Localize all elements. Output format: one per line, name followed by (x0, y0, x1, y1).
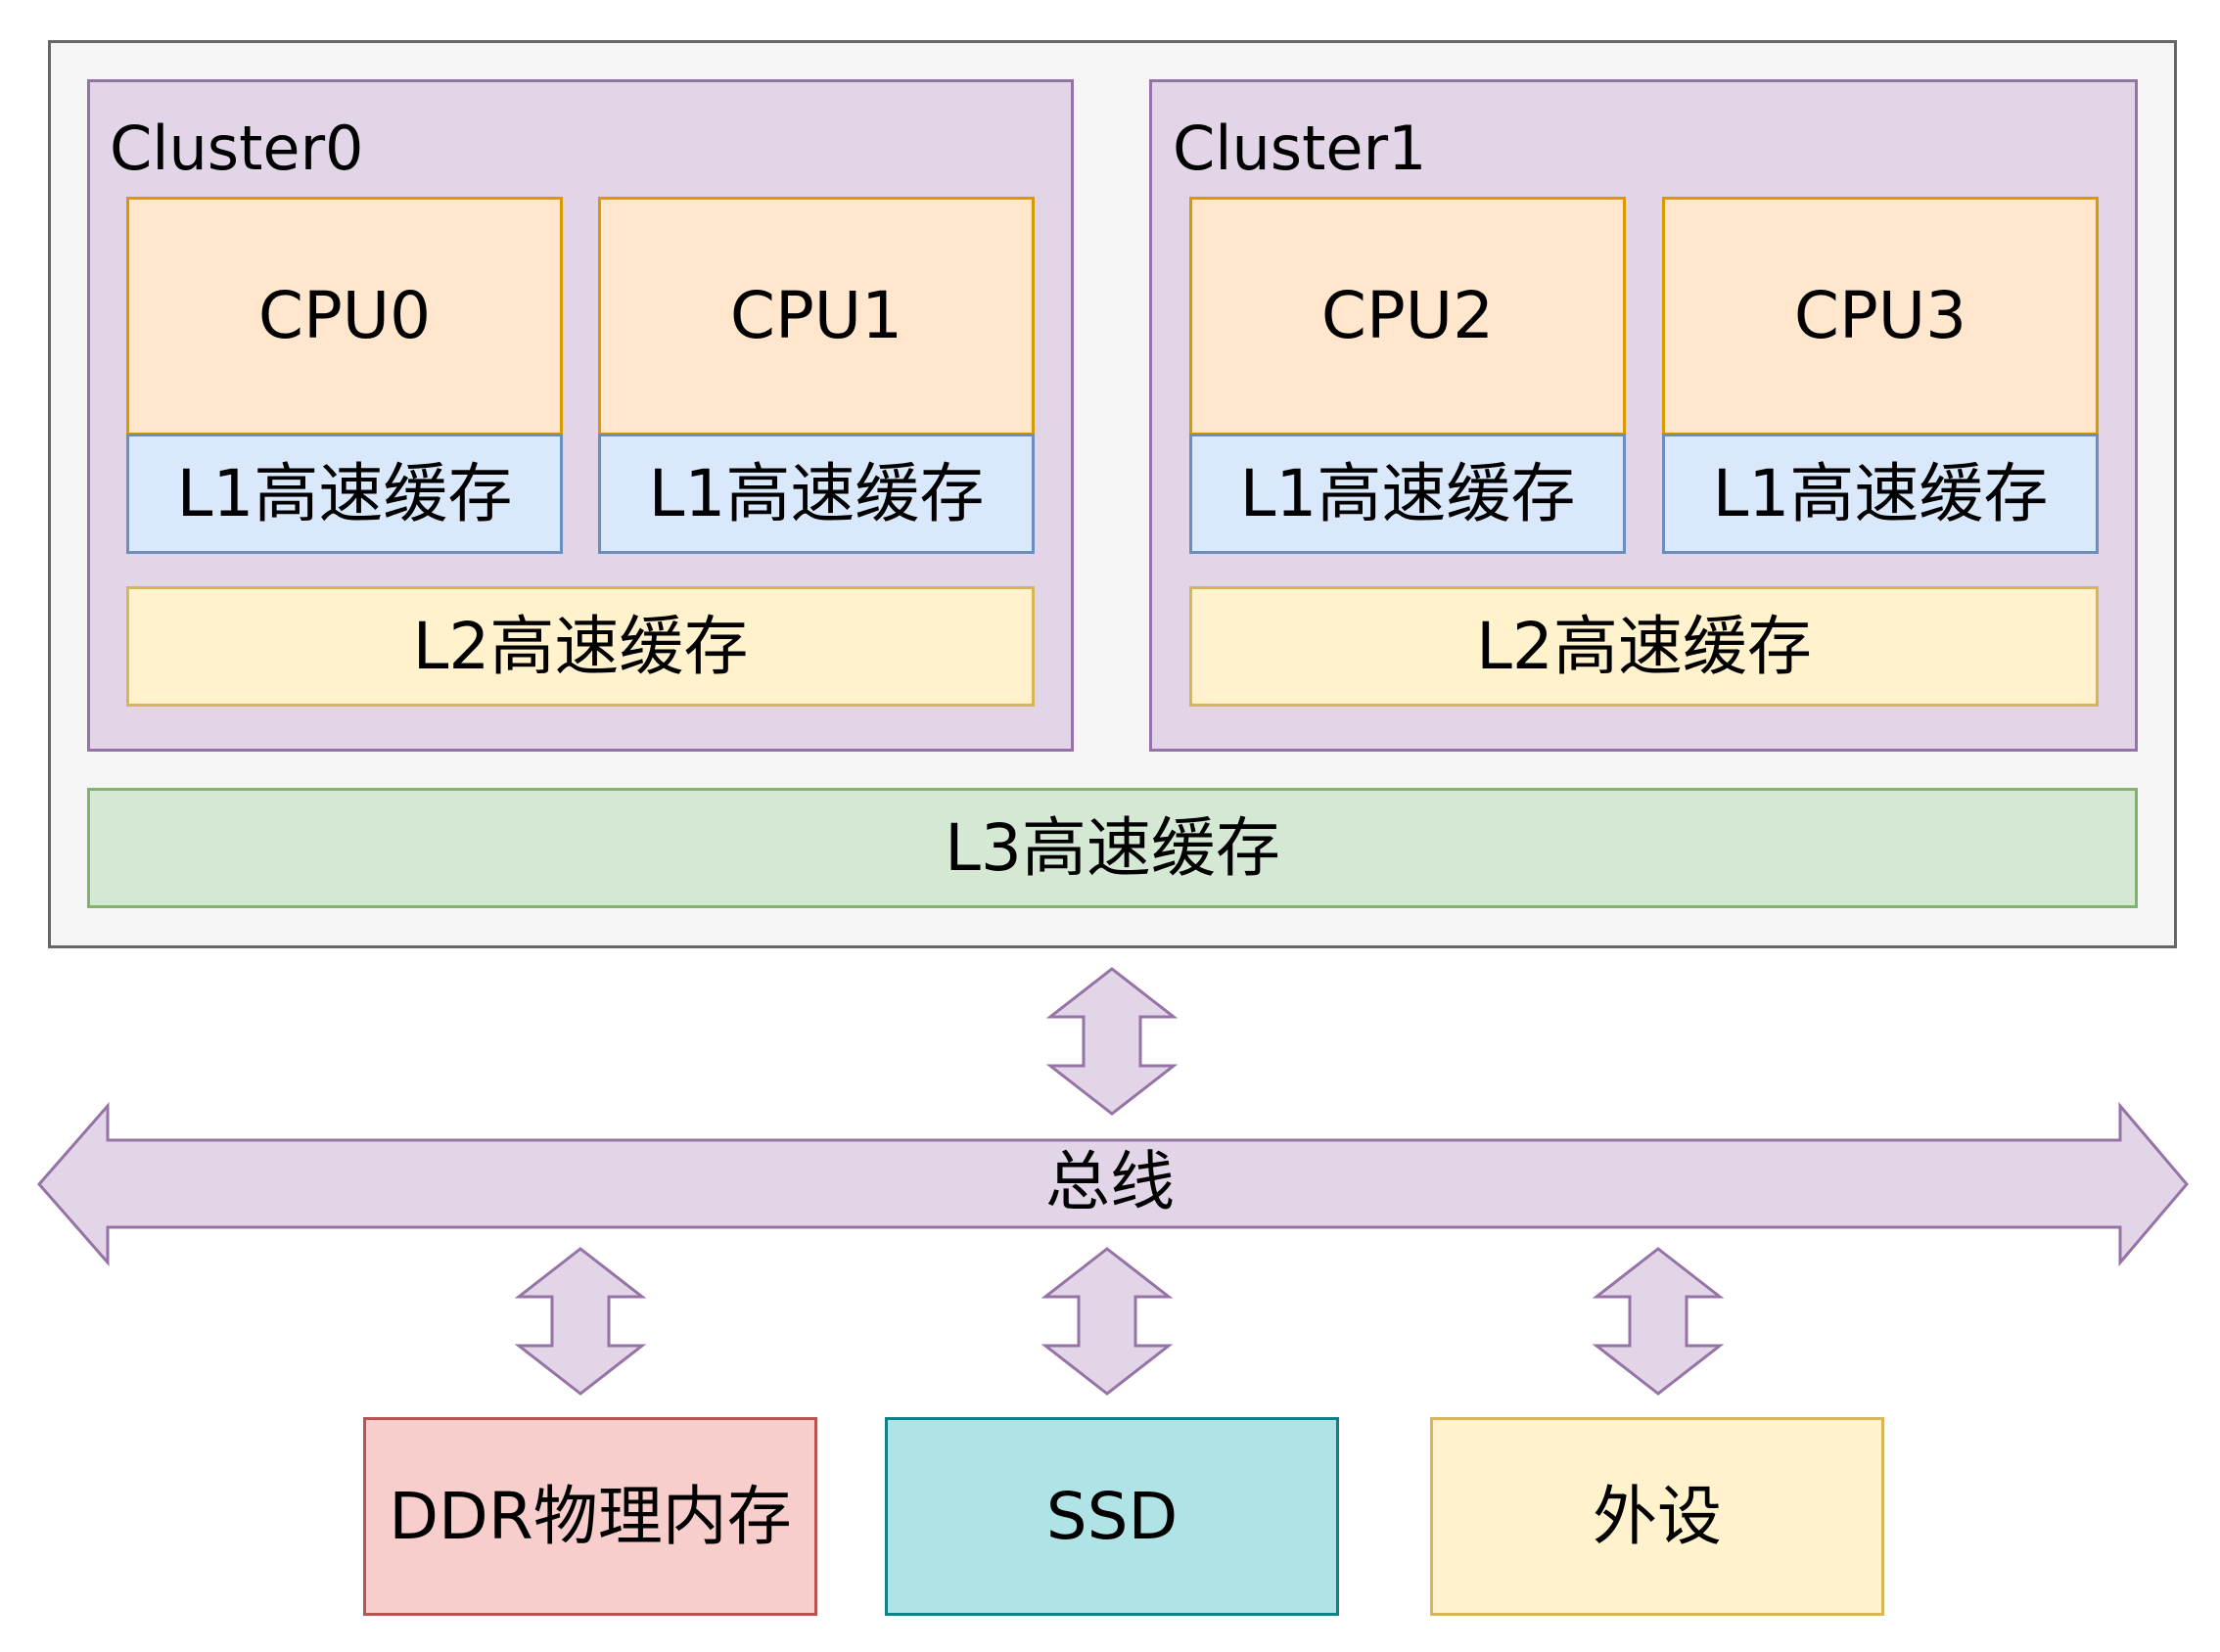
ssd-label: SSD (1045, 1478, 1179, 1554)
ddr-memory: DDR物理内存 (363, 1417, 817, 1616)
ddr-label: DDR物理内存 (389, 1478, 792, 1554)
bus-label: 总线 (1045, 1144, 1175, 1219)
l3-label: L3高速缓存 (945, 809, 1280, 886)
cluster-0-title: Cluster0 (110, 113, 364, 184)
cpu2-l1-cache: L1高速缓存 (1189, 434, 1626, 554)
cpu2-label: CPU2 (1320, 278, 1495, 353)
cpu0-label: CPU0 (257, 278, 432, 353)
cluster-1-l2-label: L2高速缓存 (1476, 608, 1812, 684)
cluster-1-title: Cluster1 (1173, 113, 1427, 184)
cpu0-l1-label: L1高速缓存 (176, 455, 513, 531)
cpu1-l1-label: L1高速缓存 (648, 455, 985, 531)
cluster-0-l2-label: L2高速缓存 (412, 608, 749, 684)
cpu2-core: CPU2 (1189, 197, 1626, 436)
cpu3-label: CPU3 (1793, 278, 1967, 353)
cpu3-l1-label: L1高速缓存 (1712, 455, 2049, 531)
cpu0-core: CPU0 (126, 197, 563, 436)
cpu1-label: CPU1 (729, 278, 903, 353)
bus-peripheral-arrow (1592, 1247, 1725, 1396)
cpu3-core: CPU3 (1662, 197, 2099, 436)
cluster-1-l2-cache: L2高速缓存 (1189, 586, 2099, 707)
l3-cache: L3高速缓存 (87, 788, 2138, 908)
bus-ddr-arrow (514, 1247, 647, 1396)
bus-arrow (37, 1101, 2189, 1267)
peripheral-device: 外设 (1430, 1417, 1884, 1616)
soc-bus-arrow (1045, 967, 1179, 1116)
cpu1-l1-cache: L1高速缓存 (598, 434, 1035, 554)
cluster-0-l2-cache: L2高速缓存 (126, 586, 1035, 707)
cpu3-l1-cache: L1高速缓存 (1662, 434, 2099, 554)
cpu2-l1-label: L1高速缓存 (1239, 455, 1576, 531)
bus-ssd-arrow (1041, 1247, 1174, 1396)
cpu0-l1-cache: L1高速缓存 (126, 434, 563, 554)
peripheral-label: 外设 (1593, 1478, 1722, 1554)
ssd-storage: SSD (885, 1417, 1339, 1616)
